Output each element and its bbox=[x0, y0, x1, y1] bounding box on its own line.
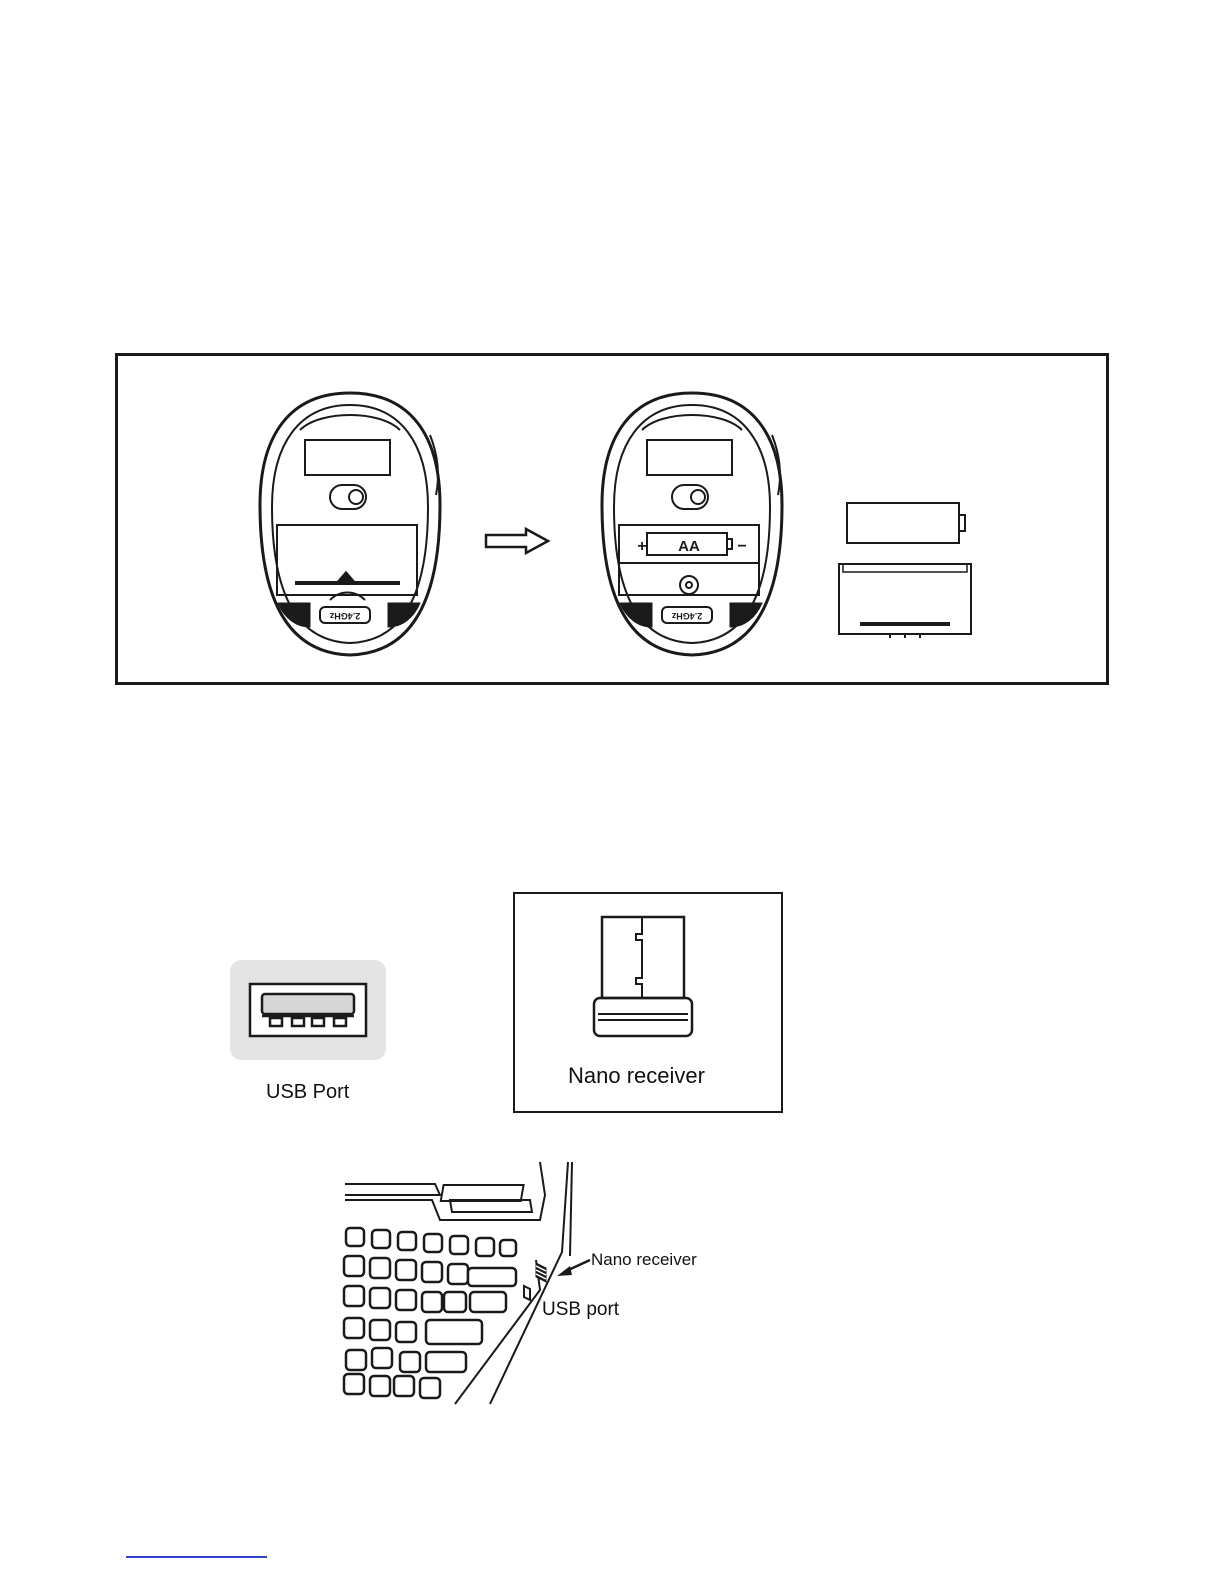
frequency-badge-text: 2.4GHz bbox=[329, 611, 360, 621]
laptop-keyboard-illustration bbox=[340, 1160, 580, 1404]
nano-receiver-in-port-icon bbox=[536, 1263, 546, 1282]
usb-slot-icon bbox=[524, 1286, 530, 1300]
mouse-bottom-closed-illustration: 2.4GHz bbox=[250, 385, 450, 665]
battery-minus-sign: − bbox=[737, 538, 746, 555]
callout-arrow-icon bbox=[556, 1258, 592, 1278]
removed-battery-and-cover-illustration bbox=[835, 500, 975, 640]
nano-receiver-icon bbox=[592, 914, 694, 1040]
battery-icon bbox=[847, 503, 959, 543]
usb-port-callout: USB port bbox=[542, 1299, 619, 1321]
mouse-bottom-open-illustration: + AA − 2.4GHz bbox=[592, 385, 792, 665]
battery-plus-sign: + bbox=[637, 538, 646, 555]
battery-aa-label: AA bbox=[678, 538, 700, 555]
nano-receiver-callout: Nano receiver bbox=[591, 1250, 697, 1270]
right-arrow-icon bbox=[484, 527, 550, 555]
footer-link-underline bbox=[126, 1556, 267, 1558]
nano-receiver-caption: Nano receiver bbox=[568, 1063, 705, 1089]
usb-port-caption: USB Port bbox=[266, 1081, 349, 1104]
usb-port-icon bbox=[248, 982, 368, 1038]
frequency-badge-text: 2.4GHz bbox=[671, 611, 702, 621]
keyboard-keys bbox=[344, 1228, 516, 1398]
